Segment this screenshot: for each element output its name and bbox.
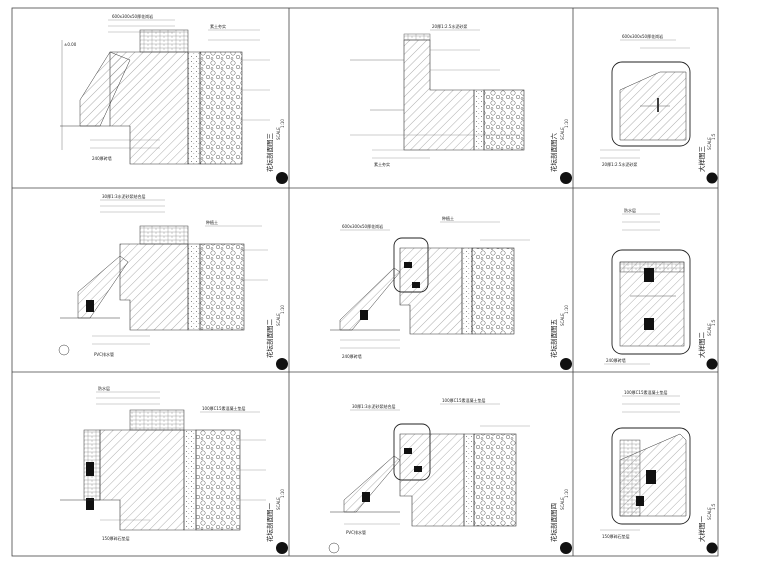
label-paving-4: 30厚1:3水泥砂浆结合层 [352,403,396,409]
scale-label-d3: SCALE [707,137,712,150]
scale-ratio-4: 1:10 [564,489,569,498]
label-gravel: 150厚碎石垫层 [102,535,130,541]
scale-label-4: SCALE [560,497,565,510]
section-3-title: 花坛剖面图三 SCALE 1:10 [265,119,288,184]
label-waterproof: 防水层 [98,385,110,391]
label-mortar-d3: 20厚1:2.5水泥砂浆 [602,161,637,167]
scale-ratio-d3: 1:5 [711,133,716,140]
section-1-drawing: 防水层 100厚C15素混凝土垫层 150厚碎石垫层 [60,385,266,541]
sheet-border [11,7,719,557]
label-concrete: 100厚C15素混凝土垫层 [202,405,246,411]
label-soil: 素土夯实 [210,23,226,29]
title-detail-3: 大样图三 [697,146,706,173]
scale-ratio-d2: 1:5 [711,319,716,326]
detail-2-title: 大样图二 SCALE 1:5 [697,319,718,370]
detail-1-title: 大样图一 SCALE 1:5 [697,503,718,554]
label-planting: 种植土 [206,219,218,225]
detail-2-drawing: 防水层 240厚砖墙 [604,207,691,365]
section-6-drawing: 20厚1:2.5水泥砂浆 素土夯实 [350,23,525,167]
title-detail-1: 大样图一 [697,516,706,543]
label-coping: 600x300x50厚花岗岩 [112,13,153,19]
detail-3-drawing: 600x300x50厚花岗岩 20厚1:2.5水泥砂浆 [600,33,691,167]
label-waterproof-d2: 防水层 [624,207,636,213]
scale-label-3: SCALE [276,127,281,140]
scale-label-1: SCALE [276,497,281,510]
scale-label-6: SCALE [560,127,565,140]
detail-1-drawing: 100厚C15素混凝土垫层 150厚碎石垫层 [600,389,691,539]
scale-ratio-1: 1:10 [280,489,285,498]
label-elevation: ±0.00 [64,42,77,47]
label-planting-5: 种植土 [442,215,454,221]
section-6-title: 花坛剖面图六 SCALE 1:10 [549,119,572,184]
title-detail-2: 大样图二 [697,332,706,359]
label-wall: 240厚砖墙 [92,155,112,161]
title-section-3: 花坛剖面图三 [265,133,274,173]
section-2-drawing: 30厚1:3水泥砂浆结合层 种植土 PVC排水管 [58,193,268,357]
section-3-drawing: 600x300x50厚花岗岩 素土夯实 240厚砖墙 ±0.00 [60,13,270,165]
section-2-title: 花坛剖面图二 SCALE 1:10 [265,305,288,370]
scale-ratio-d1: 1:5 [711,503,716,510]
scale-ratio-2: 1:10 [280,305,285,314]
label-drain: PVC排水管 [94,351,114,357]
section-4-title: 花坛剖面图四 SCALE 1:10 [549,489,572,554]
title-section-2: 花坛剖面图二 [265,319,274,359]
section-1-title: 花坛剖面图一 SCALE 1:10 [265,489,288,554]
label-wall-d2: 240厚砖墙 [606,357,626,363]
label-mortar: 20厚1:2.5水泥砂浆 [432,23,467,29]
section-5-drawing: 600x300x50厚花岗岩 种植土 240厚砖墙 [330,215,530,359]
section-4-drawing: 30厚1:3水泥砂浆结合层 100厚C15素混凝土垫层 PVC排水管 [328,397,530,554]
label-paving: 30厚1:3水泥砂浆结合层 [102,193,146,199]
label-drain-4: PVC排水管 [346,529,366,535]
scale-label-d2: SCALE [707,323,712,336]
title-section-4: 花坛剖面图四 [549,503,558,542]
label-concrete-d1: 100厚C15素混凝土垫层 [624,389,668,395]
scale-ratio-6: 1:10 [564,119,569,128]
scale-label-2: SCALE [276,313,281,326]
section-5-title: 花坛剖面图五 SCALE 1:10 [549,305,572,370]
title-section-1: 花坛剖面图一 [265,503,274,543]
label-soil-6: 素土夯实 [374,161,390,167]
detail-3-title: 大样图三 SCALE 1:5 [697,133,718,184]
title-section-5: 花坛剖面图五 [549,319,558,359]
label-concrete-4: 100厚C15素混凝土垫层 [442,397,486,403]
scale-label-5: SCALE [560,313,565,326]
scale-ratio-3: 1:10 [280,119,285,128]
label-wall-5: 240厚砖墙 [342,353,362,359]
title-section-6: 花坛剖面图六 [549,133,558,173]
label-gravel-d1: 150厚碎石垫层 [602,533,630,539]
scale-label-d1: SCALE [707,507,712,520]
label-coping-d3: 600x300x50厚花岗岩 [622,33,663,39]
scale-ratio-5: 1:10 [564,305,569,314]
label-coping-5: 600x300x50厚花岗岩 [342,223,383,229]
